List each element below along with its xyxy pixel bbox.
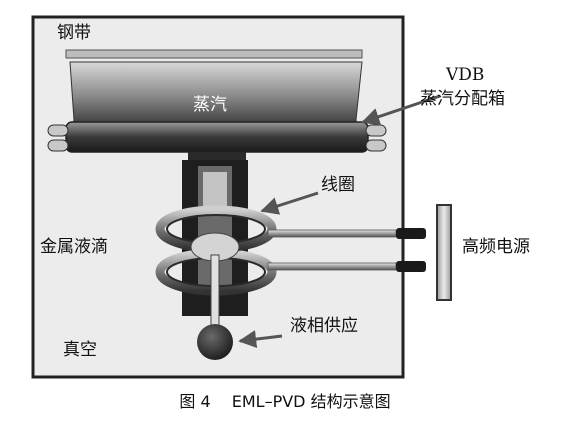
vapor-label: 蒸汽	[193, 95, 227, 115]
power-lead-upper	[267, 228, 426, 239]
power-lead-lower	[267, 261, 426, 272]
liquid-reservoir	[197, 324, 233, 360]
coil-arrow	[260, 191, 319, 215]
metal-droplet-label: 金属液滴	[40, 237, 108, 257]
feed-tube	[210, 254, 220, 326]
vdb-base-bar	[65, 121, 369, 153]
hf-power-panel	[436, 204, 452, 301]
coil-label: 线圈	[321, 175, 355, 195]
vdb-title-label: VDB	[446, 65, 485, 85]
liquid-supply-label: 液相供应	[290, 316, 358, 336]
vacuum-label: 真空	[63, 340, 97, 360]
roller-left	[47, 124, 69, 152]
hf-power-label: 高频电源	[462, 237, 530, 257]
figure-caption: 图 4 EML–PVD 结构示意图	[179, 392, 391, 411]
vdb-box-label: 蒸汽分配箱	[420, 89, 505, 109]
steel-strip	[65, 49, 363, 59]
steel-strip-label: 钢带	[57, 23, 91, 43]
roller-right	[365, 124, 387, 152]
vdb-arrow	[361, 94, 441, 126]
liquid-supply-arrow	[238, 330, 283, 349]
